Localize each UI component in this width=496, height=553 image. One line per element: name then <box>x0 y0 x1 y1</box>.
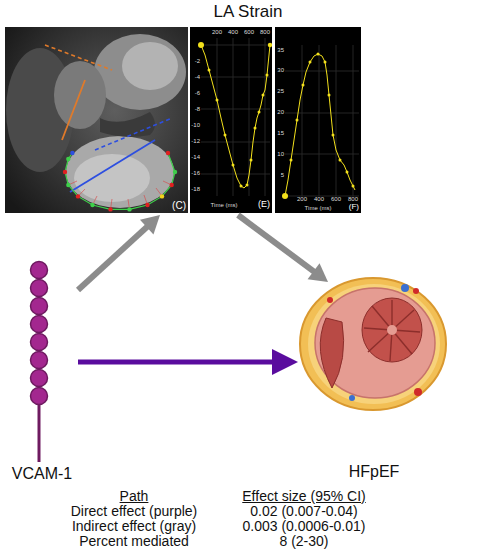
panel-tag: (F) <box>349 203 359 212</box>
image-panel-group: LA Strain <box>4 0 362 215</box>
axis-tick: 15 <box>277 130 284 137</box>
axis-tick: 600 <box>244 29 254 36</box>
axis-tick: -18 <box>191 186 200 193</box>
indirect-arrow <box>78 215 160 290</box>
table-cell: 0.02 (0.007-0.04) <box>250 504 357 519</box>
axis-tick: 600 <box>331 196 341 203</box>
table-cell: 0.003 (0.0006-0.01) <box>243 519 366 534</box>
heart-node: HFpEF <box>298 282 448 487</box>
node-label: HFpEF <box>298 463 450 481</box>
table-header: Path <box>120 489 149 504</box>
axis-tick: -8 <box>195 106 200 113</box>
indirect-arrow <box>238 215 328 282</box>
axis-tick: 20 <box>277 109 284 116</box>
axis-tick: 800 <box>348 196 358 203</box>
table-cell: Direct effect (purple) <box>71 504 198 519</box>
axis-tick: -4 <box>195 74 200 81</box>
axis-tick: 400 <box>228 29 238 36</box>
arrow-head <box>140 215 160 235</box>
panel-tag: (E) <box>258 200 270 210</box>
axis-tick: -2 <box>195 58 200 65</box>
axis-tick: -10 <box>191 122 200 129</box>
mri-image <box>5 27 188 213</box>
arrow-head <box>308 263 328 282</box>
table-header: Effect size (95% CI) <box>242 489 365 504</box>
axis-tick: 5 <box>281 172 284 179</box>
axis-tick: 35 <box>277 47 284 54</box>
axis-tick: -16 <box>191 170 200 177</box>
arrow-head <box>272 349 298 375</box>
axis-tick: 25 <box>277 88 284 95</box>
axis-tick: 10 <box>277 151 284 158</box>
node-label: LA Strain <box>144 2 352 22</box>
table-cell: Indirect effect (gray) <box>72 519 196 534</box>
protein-node: VCAM-1 <box>6 258 78 489</box>
table-cell: 8 (2-30) <box>279 534 328 549</box>
axis-tick: -6 <box>195 90 200 97</box>
heart-illustration <box>300 278 446 410</box>
direct-arrow <box>78 349 298 375</box>
axis-tick: -14 <box>191 154 200 161</box>
protein-icon <box>31 262 48 463</box>
axis-tick: 30 <box>277 67 284 74</box>
axis-tick: 200 <box>212 29 222 36</box>
axis-tick: 400 <box>314 196 324 203</box>
axis-title: Time (ms) <box>211 202 238 209</box>
strain-curve-f <box>275 27 361 213</box>
axis-tick: -12 <box>191 138 200 145</box>
table-cell: Percent mediated <box>79 534 189 549</box>
panel-tag: (C) <box>172 200 186 211</box>
arrow-shaft <box>78 360 273 365</box>
node-label: VCAM-1 <box>6 465 78 483</box>
strain-curve-e <box>190 27 272 213</box>
arrow-shaft <box>78 226 147 290</box>
axis-tick: 800 <box>260 29 270 36</box>
axis-tick: 200 <box>297 196 307 203</box>
arrow-shaft <box>238 215 314 272</box>
axis-title: Time (ms) <box>305 205 332 212</box>
